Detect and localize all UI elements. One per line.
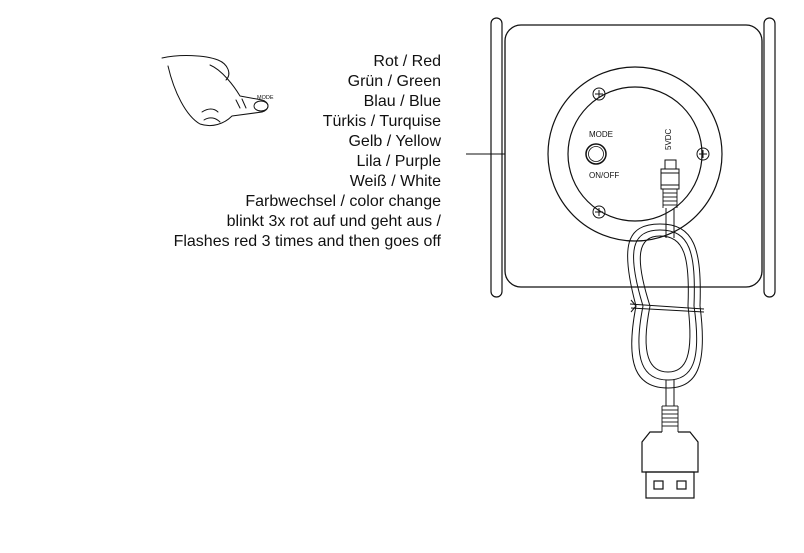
mode-item-flash-en: Flashes red 3 times and then goes off — [173, 233, 441, 250]
hand-mode-label: MODE — [257, 95, 274, 101]
mode-item-blue: Blau / Blue — [363, 93, 441, 110]
mode-list: Rot / Red Grün / Green Blau / Blue Türki… — [174, 52, 441, 252]
mode-item-color-change: Farbwechsel / color change — [245, 193, 441, 210]
hand-thumb-outline — [161, 55, 230, 81]
hand-outline-top — [209, 64, 263, 101]
device-onoff-label: ON/OFF — [589, 171, 619, 180]
mode-item-purple: Lila / Purple — [356, 153, 442, 170]
hand-outline-bottom — [167, 65, 263, 127]
hand-knuckle — [203, 117, 221, 123]
cable-plug — [660, 168, 680, 190]
right-stand-rail — [763, 17, 776, 298]
phillips-screw-icon — [592, 205, 606, 219]
usb-strain-relief — [661, 405, 679, 432]
mode-item-turquise: Türkis / Turquise — [322, 113, 441, 130]
mode-button-inner — [588, 146, 604, 162]
power-label: 5VDC — [664, 128, 673, 150]
mode-item-red: Rot / Red — [373, 53, 441, 70]
mode-button[interactable] — [585, 143, 607, 165]
hand-knuckle — [201, 108, 219, 113]
device-body — [504, 24, 763, 288]
mode-button-small — [253, 100, 269, 112]
mode-item-flash-de: blinkt 3x rot auf und geht aus / — [226, 213, 441, 230]
back-panel-outer-ring — [547, 66, 723, 242]
mode-item-yellow: Gelb / Yellow — [348, 133, 441, 150]
phillips-screw-icon — [696, 147, 710, 161]
coiled-cable — [627, 208, 705, 406]
cable-plug-strain-relief — [662, 189, 678, 208]
hand-crease — [235, 99, 241, 109]
pointing-hand-icon — [161, 55, 269, 127]
hand-crease — [241, 98, 247, 109]
device-mode-label: MODE — [589, 130, 613, 139]
left-stand-rail — [490, 17, 503, 298]
phillips-screw-icon — [592, 87, 606, 101]
mode-item-white: Weiß / White — [349, 173, 441, 190]
usb-a-plug-icon — [641, 431, 699, 499]
mode-item-green: Grün / Green — [347, 73, 441, 90]
